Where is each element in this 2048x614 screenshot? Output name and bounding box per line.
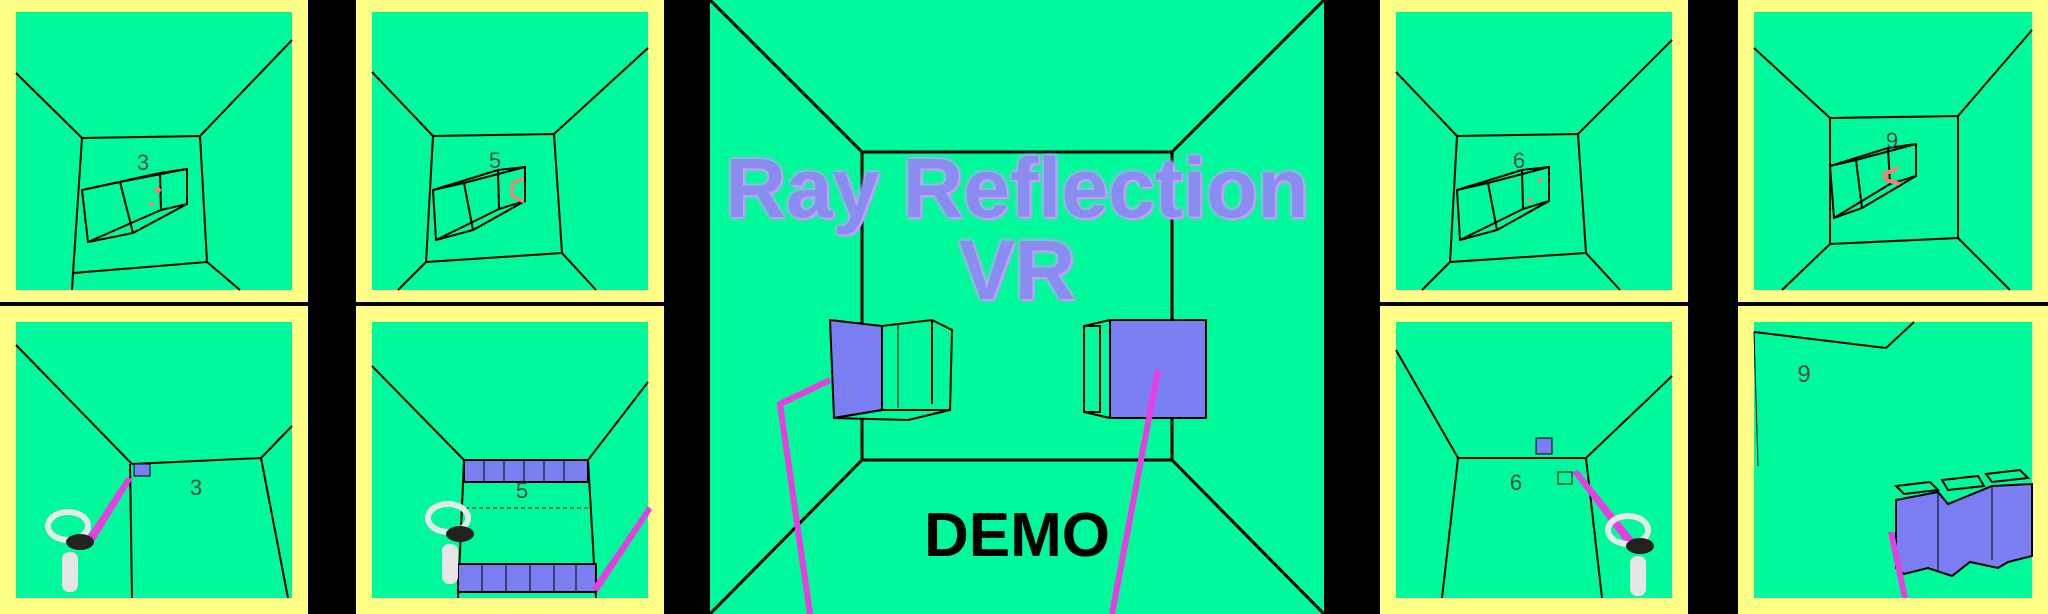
- panel-number: 9: [1797, 361, 1810, 388]
- title-line-1: Ray Reflection: [725, 141, 1309, 235]
- laser-ray-left: [776, 377, 832, 614]
- main-room-view: Ray Reflection VR DEMO: [710, 0, 1324, 614]
- cube-wireframe: [80, 167, 188, 244]
- small-cube: [133, 463, 151, 477]
- panel-1-top: 3: [0, 0, 308, 302]
- panel-3-bottom: 6: [1380, 306, 1688, 614]
- cube-row-top: [463, 459, 589, 483]
- laser-ray: [1572, 470, 1636, 546]
- vr-controller: [1605, 513, 1654, 596]
- panel-number: 6: [1510, 470, 1522, 495]
- cube-wireframe: [1455, 165, 1550, 242]
- cube-wireframe: [431, 165, 526, 242]
- demo-label: DEMO: [924, 501, 1110, 570]
- panel-4-bottom: 9: [1738, 306, 2048, 614]
- room-view-2-top: 5: [371, 12, 649, 291]
- cube-row-bottom: [457, 563, 597, 593]
- room-view-3-bottom: 6: [1395, 322, 1673, 599]
- vr-controller: [425, 501, 474, 584]
- room-view-4-bottom: 9: [1753, 321, 2033, 598]
- panel-3-top: 6: [1380, 0, 1688, 302]
- main-room-svg: [710, 0, 1324, 614]
- laser-ray: [84, 478, 133, 542]
- panel-2-bottom: 5: [356, 306, 664, 614]
- room-view-1-bottom: 3: [15, 322, 293, 599]
- room-view-1-top: 3: [15, 12, 293, 291]
- vr-controller: [45, 509, 94, 592]
- back-wall: [860, 150, 1174, 462]
- cube-wireframe: [1828, 142, 1917, 220]
- panel-number: 6: [1513, 148, 1525, 173]
- title-line-2: VR: [958, 223, 1076, 317]
- panel-number: 5: [516, 478, 528, 503]
- laser-ray-right: [1109, 369, 1161, 614]
- left-cube: [828, 318, 954, 421]
- panel-1-bottom: 3: [0, 306, 308, 614]
- panel-number: 5: [489, 148, 501, 173]
- panel-number: 9: [1886, 128, 1898, 153]
- laser-ray: [1888, 532, 1908, 598]
- panel-number: 3: [137, 150, 149, 175]
- laser-ray: [592, 506, 652, 592]
- small-cube: [1535, 437, 1553, 455]
- room-view-2-bottom: 5: [371, 322, 652, 599]
- cube-stack: [1893, 468, 2033, 578]
- room-view-3-top: 6: [1395, 12, 1673, 291]
- right-cube: [1083, 319, 1207, 419]
- panel-4-top: 9: [1738, 0, 2048, 302]
- panel-2-top: 5: [356, 0, 664, 302]
- room-view-4-top: 9: [1753, 12, 2033, 291]
- panel-number: 3: [190, 475, 202, 500]
